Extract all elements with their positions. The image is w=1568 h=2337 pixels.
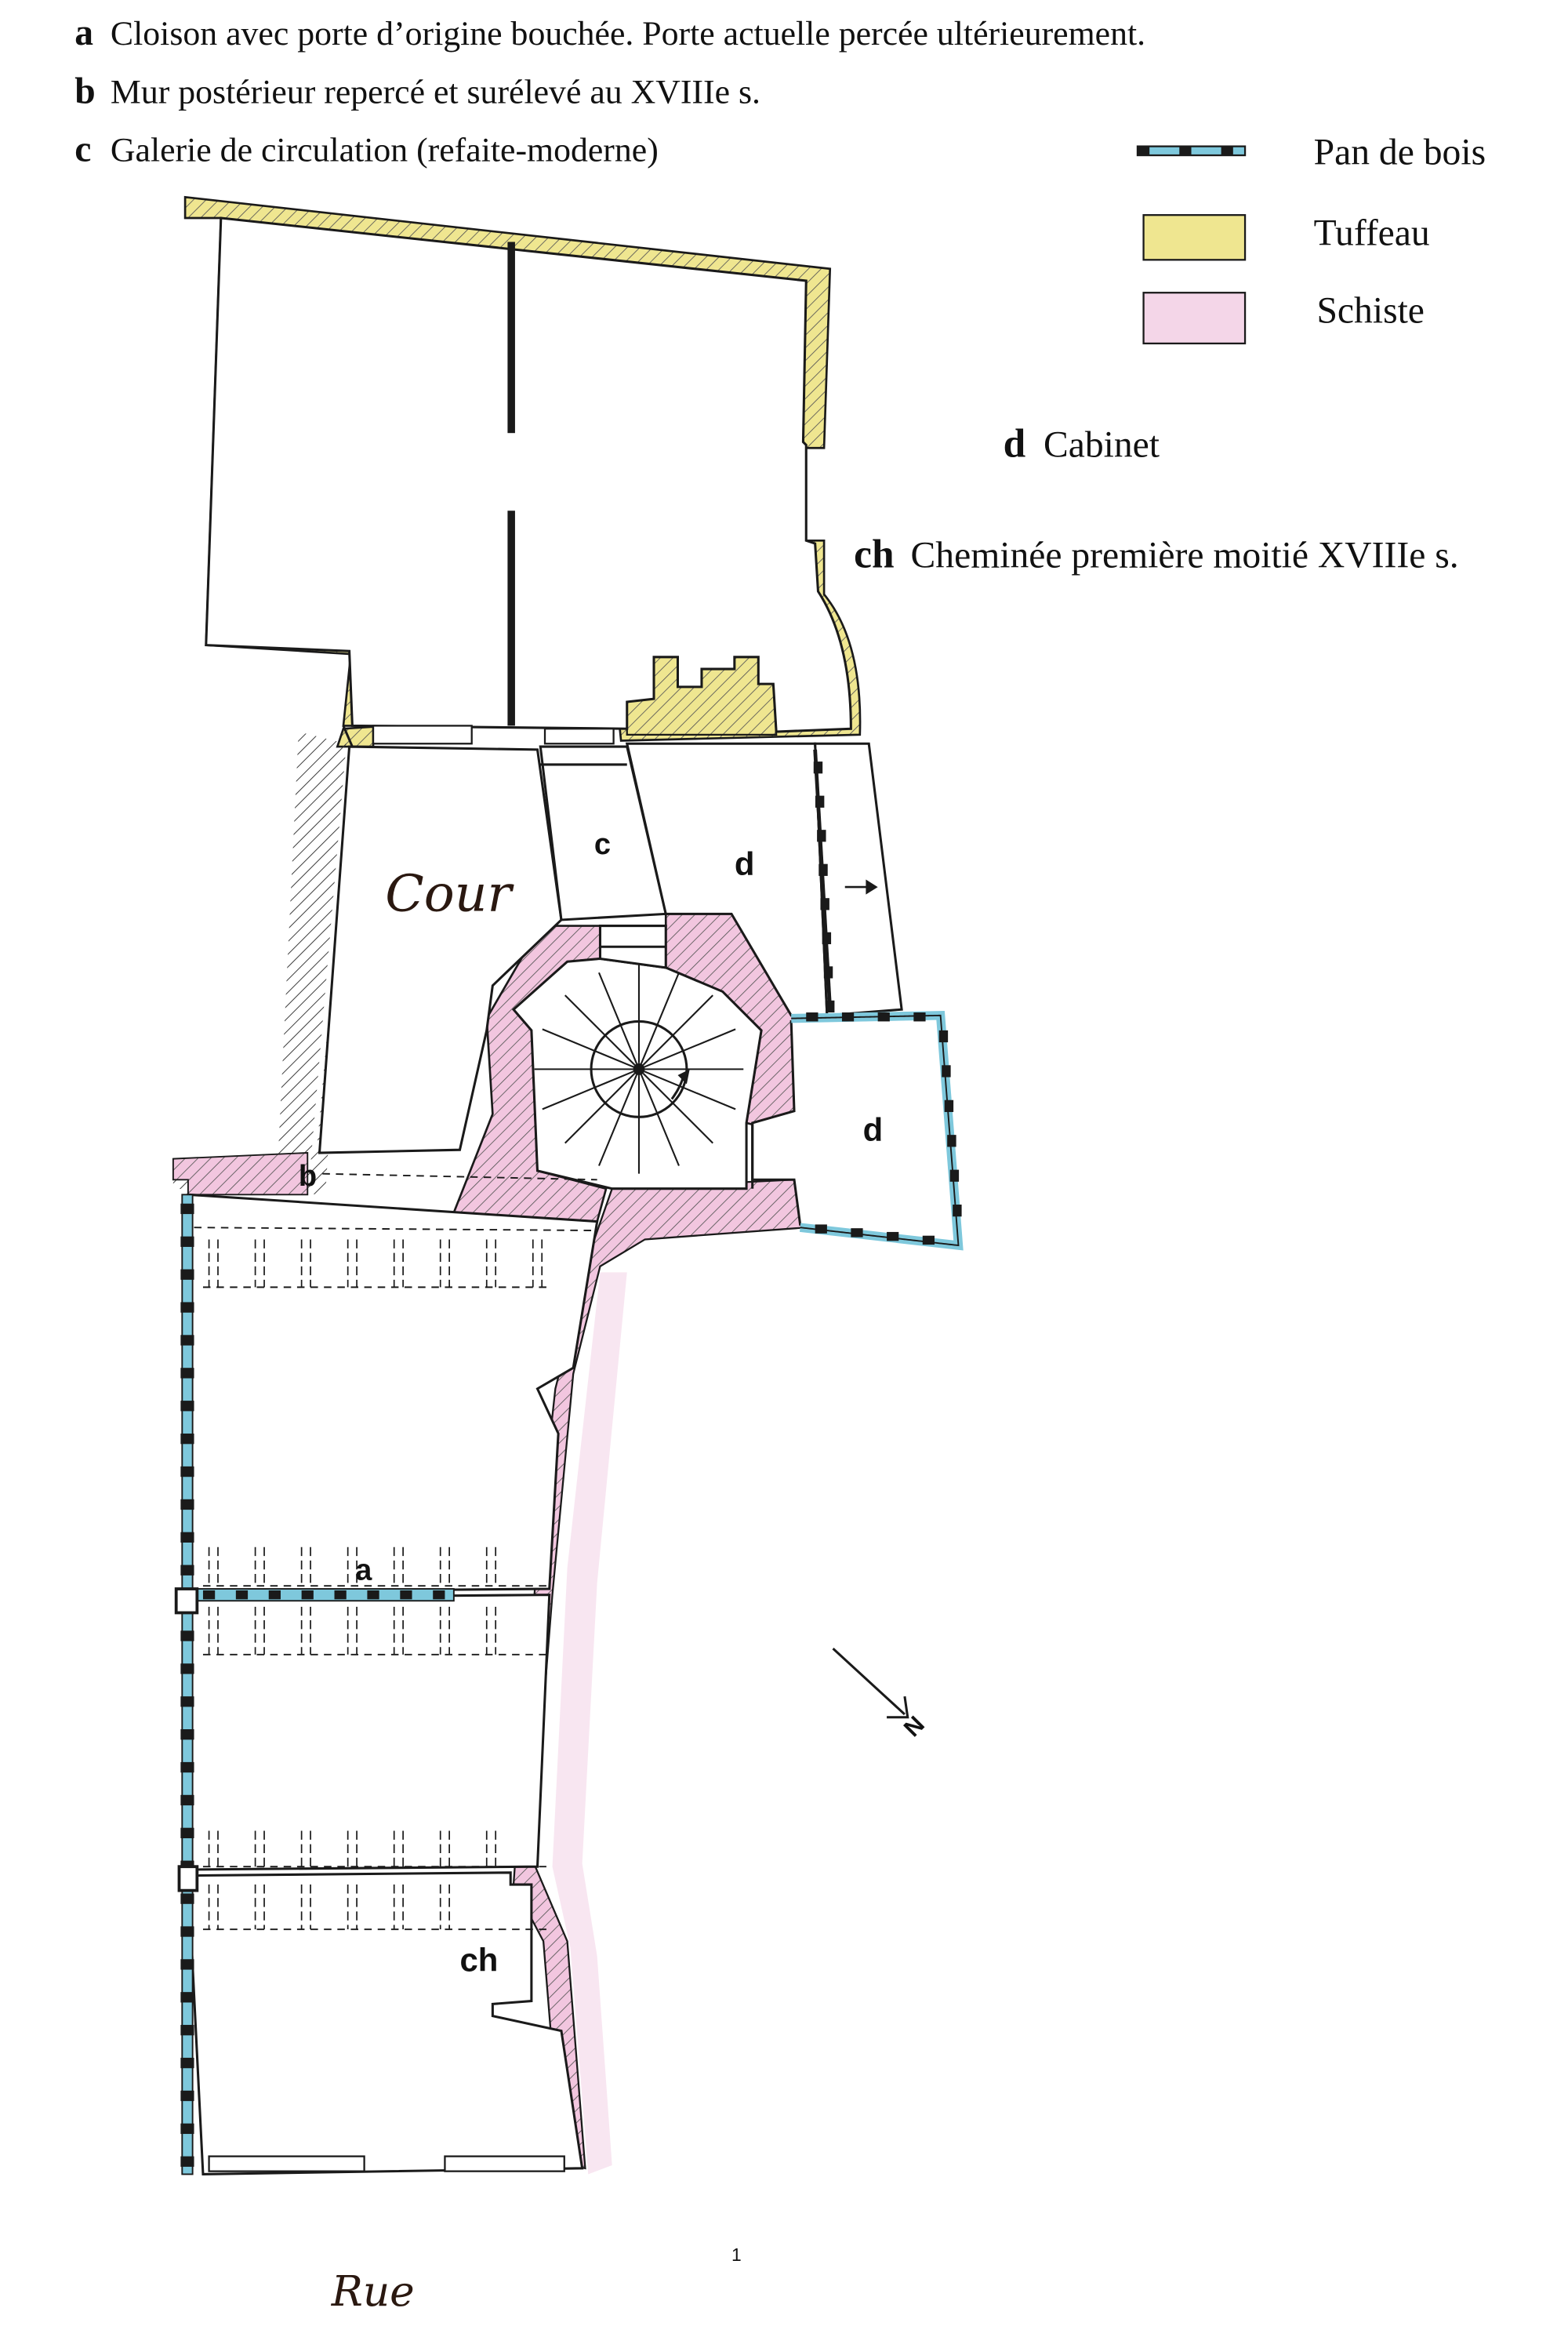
label-ch: ch [459,1941,498,1978]
opening-b [322,1172,597,1181]
legend-schiste-label: Schiste [1316,290,1424,331]
side-note-ch-text: Cheminée première moitié XVIIIe s. [911,536,1459,576]
post-lower [177,1865,199,1892]
label-cour: Cour [385,865,514,924]
label-d-lower: d [863,1111,884,1148]
note-c-key: c [74,129,91,170]
label-d-upper: d [735,845,755,882]
door-upper-2 [543,728,615,745]
label-rue: Rue [331,2267,415,2316]
door-upper-1 [372,725,473,745]
spiral-staircase-icon [534,965,744,1174]
side-note-ch: ch Cheminée première moitié XVIIIe s. [854,532,1458,577]
facade-window-1 [208,2155,365,2172]
post-a [174,1587,199,1615]
openings [194,725,754,2172]
pan-de-bois-studs [180,761,962,2167]
arrow-right-icon [844,879,878,895]
room-lower-1 [187,1193,599,1594]
note-b-text: Mur postérieur repercé et surélevé au XV… [111,73,760,111]
label-c: c [594,828,611,861]
note-b-key: b [74,71,95,111]
north-arrow-icon: N [832,1648,930,1743]
legend: Pan de bois Tuffeau Schiste [1136,132,1486,345]
side-note-ch-key: ch [854,532,894,577]
hatched-wall-courtyard [172,701,353,1195]
legend-schiste: Schiste [1142,290,1425,345]
partition-a [181,1588,455,1602]
upper-partition-2 [507,511,515,726]
rooms [187,216,957,2175]
note-c: c Galerie de circulation (refaite-modern… [74,129,659,170]
note-b: b Mur postérieur repercé et surélevé au … [74,71,760,111]
schiste-wall-b [172,1152,309,1196]
north-label: N [898,1711,930,1743]
legend-pan-de-bois-label: Pan de bois [1314,132,1486,173]
side-note-d-text: Cabinet [1044,425,1160,466]
label-b: b [299,1160,317,1193]
page-number: 1 [731,2244,742,2265]
ceiling-beams [202,1239,546,1931]
room-lower-3 [187,1871,584,2175]
note-a-text: Cloison avec porte d’origine bouchée. Po… [111,15,1145,53]
note-c-text: Galerie de circulation (refaite-moderne) [111,132,659,169]
side-note-d: d Cabinet [1004,422,1160,467]
tuffeau-swatch [1142,214,1247,261]
schiste-swatch [1142,292,1247,345]
facade-window-2 [444,2155,565,2172]
note-a: a Cloison avec porte d’origine bouchée. … [74,13,1145,53]
side-note-d-key: d [1004,422,1026,467]
legend-tuffeau-label: Tuffeau [1314,213,1430,253]
label-a: a [355,1554,372,1587]
room-courtyard [318,745,563,1154]
legend-pan-de-bois: Pan de bois [1136,132,1486,173]
note-a-key: a [74,13,93,53]
upper-partition-1 [507,242,515,434]
schiste-wash [552,1272,627,2175]
legend-tuffeau: Tuffeau [1142,213,1430,261]
room-annex-right [814,742,903,1017]
room-upper-main [205,216,852,733]
